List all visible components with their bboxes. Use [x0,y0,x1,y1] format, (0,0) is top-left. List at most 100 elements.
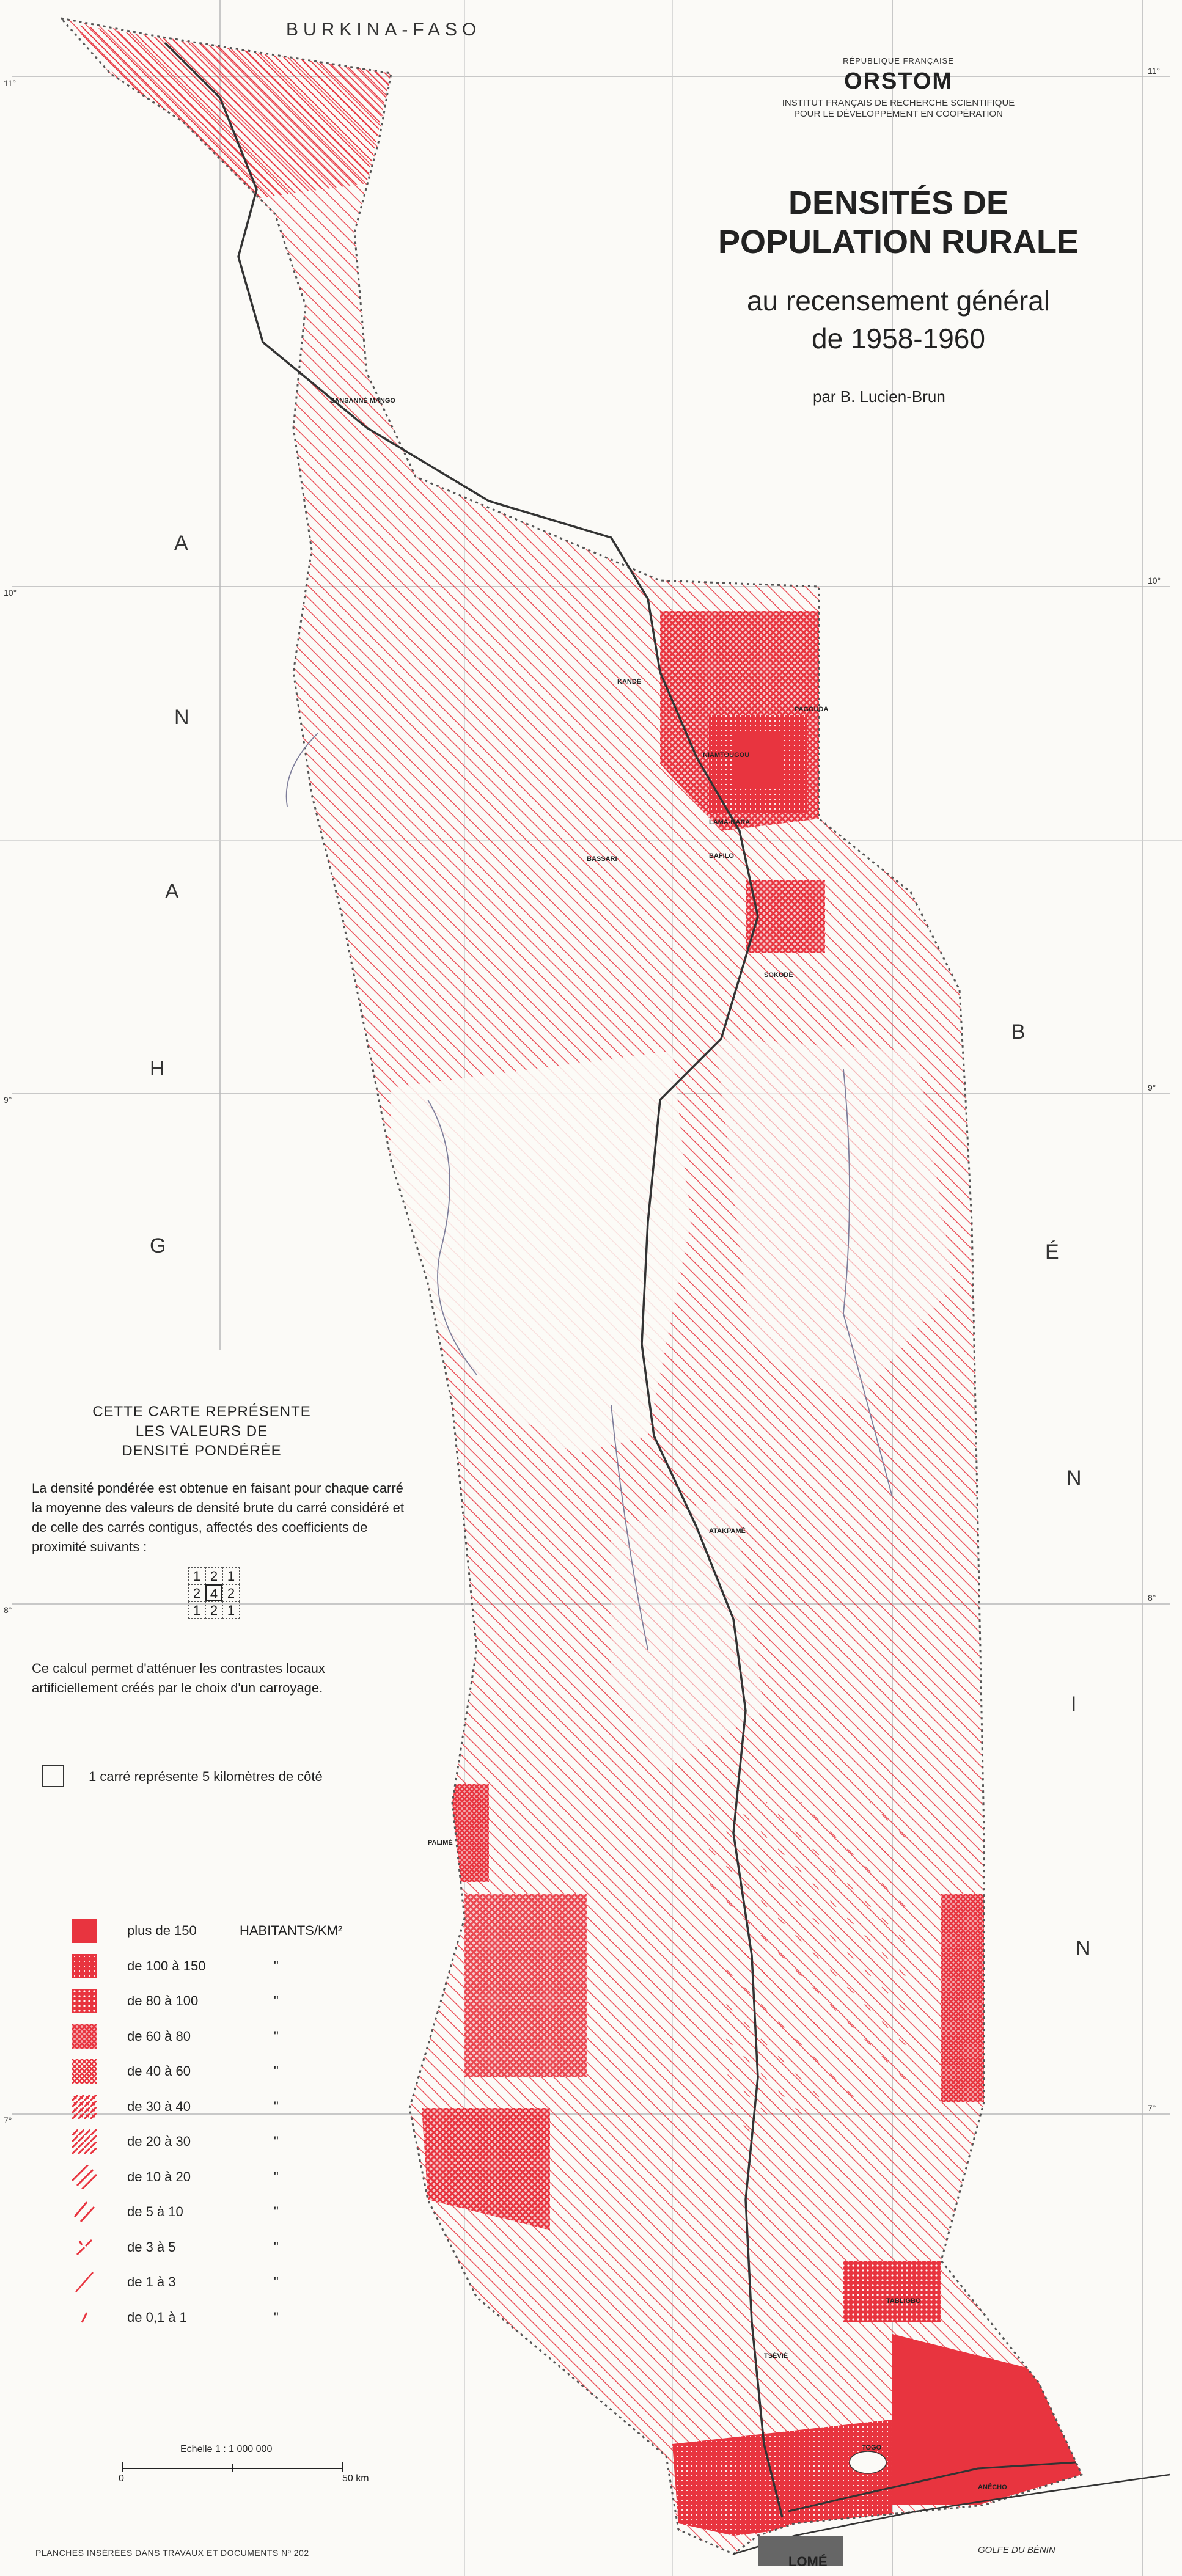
country-label-west-5: A [174,532,188,555]
country-label-west-3: A [165,880,179,903]
country-label-west-1: G [150,1234,166,1257]
latitude-label-8: 8° [4,1605,12,1615]
density-coast [892,2334,1082,2505]
density-west-south [464,1894,587,2077]
legend-label: plus de 150 [127,1923,197,1938]
density-coast-west [672,2420,892,2536]
legend-swatch [72,1919,97,1943]
unit-square-box [42,1765,64,1787]
legend-row: plus de 150 HABITANTS/KM² [72,1919,362,1943]
legend-swatch [72,2165,97,2189]
legend-label: de 10 à 20 [127,2169,191,2184]
country-label-east-3: N [1066,1466,1082,1490]
latitude-label-7: 7° [4,2115,12,2125]
latitude-label-8-right: 8° [1148,1593,1156,1603]
legend-ditto: " [274,2310,279,2325]
country-label-west-2: H [150,1057,165,1080]
legend-ditto: " [274,2169,279,2184]
coef-cell: 2 [222,1584,240,1601]
legend-swatch [72,2059,97,2084]
density-sparse-south [703,1802,917,2139]
legend-label: de 20 à 30 [127,2134,191,2149]
legend-swatch [72,1989,97,2013]
legend-swatch [72,2305,97,2330]
explanation-paragraph2: Ce calcul permet d'atténuer les contrast… [32,1661,325,1696]
coast-label: GOLFE DU BÉNIN [978,2545,1055,2555]
town-label-mango: SANSANNÉ MANGO [330,397,395,404]
legend-row: de 1 à 3 " [72,2270,396,2294]
legend-unit: HABITANTS/KM² [240,1923,343,1938]
density-low-central [391,1051,691,1454]
legend-ditto: " [274,2099,279,2114]
country-label-east-1: B [1011,1020,1026,1044]
town-label-atakpame: ATAKPAMÉ [709,1528,746,1535]
density-southwest [422,2108,550,2230]
coef-cell: 2 [205,1601,222,1619]
legend-label: de 3 à 5 [127,2239,176,2255]
capital-block [758,2536,843,2566]
legend-label: de 80 à 100 [127,1993,199,2008]
org-name-line2: POUR LE DÉVELOPPEMENT EN COOPÉRATION [793,109,1004,119]
map-subtitle-line2: de 1958-1960 [812,323,985,354]
legend-ditto: " [274,1993,279,2008]
legend-row: de 5 à 10 " [72,2200,396,2224]
map-title-line1: DENSITÉS DE [788,185,1009,221]
legend-row: de 10 à 20 " [72,2165,396,2189]
scale-bar [122,2462,343,2472]
density-kara-max [733,733,782,788]
republic-label: RÉPUBLIQUE FRANÇAISE [843,56,954,65]
legend-label: de 1 à 3 [127,2274,176,2289]
explanation-title-line1: CETTE CARTE REPRÉSENTE [92,1403,311,1420]
legend-row: de 60 à 80" [72,2024,396,2049]
legend-label: de 30 à 40 [127,2099,191,2114]
legend-row: de 30 à 40 " [72,2095,396,2119]
latitude-label-10-right: 10° [1148,576,1161,585]
capital-label: LOMÉ [788,2554,828,2569]
legend-label: de 5 à 10 [127,2204,183,2219]
legend-swatch [72,2129,97,2154]
coef-cell: 1 [188,1601,205,1619]
town-label-anecho: ANÉCHO [978,2484,1007,2491]
town-label-palime: PALIMÉ [428,1839,453,1846]
coefficient-grid: 1 2 1 2 4 2 1 2 1 [188,1567,240,1619]
lake-togo [849,2451,887,2474]
legend-ditto: " [274,2134,279,2149]
map-author: par B. Lucien-Brun [813,387,945,406]
coef-cell: 1 [188,1567,205,1584]
town-label-kande: KANDÉ [617,678,642,686]
density-tabligbo [843,2261,941,2322]
country-label-east-4: I [1071,1692,1077,1716]
coast-road [788,2461,1076,2512]
legend-ditto: " [274,2239,279,2255]
org-name-line1: INSTITUT FRANÇAIS DE RECHERCHE SCIENTIFI… [782,98,1015,108]
rivers [285,733,893,1650]
legend-ditto: " [274,1958,279,1974]
explanation-paragraph1: La densité pondérée est obtenue en faisa… [32,1480,405,1554]
latitude-label-11-right: 11° [1148,66,1161,76]
legend-row: de 3 à 5 " [72,2235,396,2259]
town-label-bassari: BASSARI [587,855,617,863]
country-label-north: BURKINA-FASO [286,20,482,40]
town-label-tsevie: TSÉVIÉ [764,2352,788,2360]
density-dense-north [73,24,391,202]
legend-ditto: " [274,2204,279,2219]
map-subtitle-line1: au recensement général [746,285,1051,317]
legend-label: de 40 à 60 [127,2063,191,2079]
legend-ditto: " [274,2029,279,2044]
density-sokode [746,880,825,953]
legend-swatch [72,2200,97,2224]
legend-ditto: " [274,2274,279,2289]
explanation-title-line2: LES VALEURS DE [135,1423,268,1440]
latitude-label-10: 10° [4,588,17,598]
legend-label: de 100 à 150 [127,1958,206,1974]
legend-row: de 80 à 100 " [72,1989,396,2013]
country-label-east-5: N [1076,1937,1091,1960]
scale-start: 0 [119,2473,124,2484]
legend-swatch [72,2024,97,2049]
scale-end: 50 km [342,2473,369,2484]
town-label-togo: TOGO [862,2444,882,2451]
country-label-west-4: N [174,706,189,729]
density-low-east [715,1039,953,1405]
coef-cell: 2 [188,1584,205,1601]
